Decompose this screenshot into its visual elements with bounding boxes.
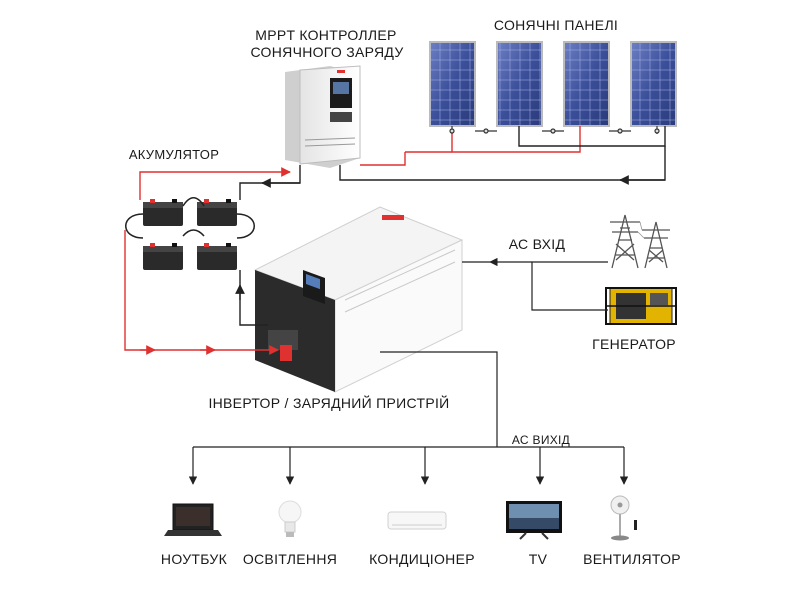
solar-panel-1 [429, 41, 476, 127]
ac-input-label: АС ВХІД [508, 236, 566, 252]
air-conditioner-icon [387, 511, 447, 530]
battery-3 [143, 243, 183, 270]
generator-unit [605, 287, 677, 325]
battery-4 [197, 243, 237, 270]
mppt-label-line2: СОНЯЧНОГО ЗАРЯДУ [250, 44, 404, 60]
load-label-fan: ВЕНТИЛЯТОР [583, 551, 681, 567]
solar-panel-4 [630, 41, 677, 127]
load-label-tv: TV [528, 551, 548, 567]
ac-wires [188, 257, 629, 485]
dc-negative-wires [235, 126, 666, 326]
dc-positive-wires [124, 126, 581, 355]
inverter-charger [253, 206, 464, 393]
tv-icon [506, 501, 562, 540]
battery-jumpers [125, 197, 255, 239]
mppt-label-line1: MPPT КОНТРОЛЛЕР [255, 27, 397, 43]
power-grid-towers [610, 214, 670, 269]
mppt-controller [285, 65, 361, 168]
solar-panel-3 [563, 41, 610, 127]
solar-panel-array [429, 41, 677, 134]
inverter-brand-logo [382, 215, 404, 220]
grid-tower-1 [610, 214, 640, 269]
battery-1 [143, 199, 183, 226]
battery-bank [125, 197, 255, 270]
battery-2 [197, 199, 237, 226]
battery-label: АКУМУЛЯТОР [128, 147, 220, 162]
grid-tower-2 [642, 221, 670, 269]
panel-connectors [449, 126, 660, 134]
load-label-laptop: НОУТБУК [160, 551, 228, 567]
ac-output-label: АС ВИХІД [511, 433, 571, 447]
light-bulb-icon [278, 500, 302, 537]
generator-label: ГЕНЕРАТОР [592, 336, 676, 352]
solar-panels-label: СОНЯЧНІ ПАНЕЛІ [493, 17, 619, 33]
laptop-icon [164, 503, 222, 536]
solar-panel-2 [496, 41, 543, 127]
load-label-air-conditioner: КОНДИЦІОНЕР [369, 551, 475, 567]
fan-icon [610, 495, 637, 541]
inverter-label: ІНВЕРТОР / ЗАРЯДНИЙ ПРИСТРІЙ [208, 395, 450, 411]
load-label-lighting: ОСВІТЛЕННЯ [242, 551, 338, 567]
